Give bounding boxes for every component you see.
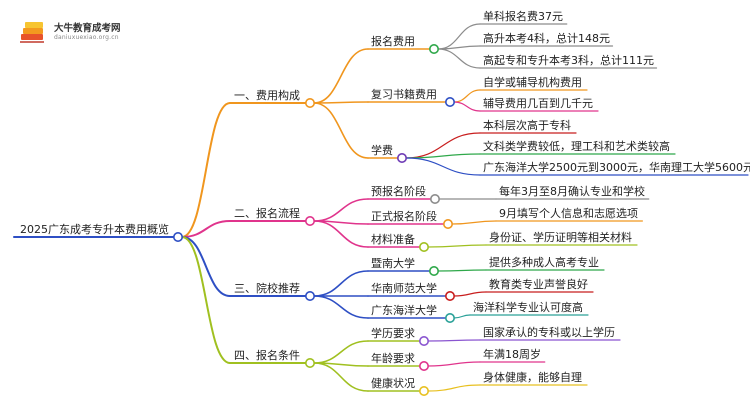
leaf-link-b2-1-0 [451,220,497,225]
child-label-b1-2[interactable]: 学费 [371,143,393,157]
leaf-label-b3-1-0[interactable]: 教育类专业声誉良好 [489,277,588,291]
leaf-label-b4-1-0[interactable]: 年满18周岁 [483,347,541,361]
child-toggle-b3-0[interactable] [428,265,439,276]
leaf-link-b3-1-0 [453,291,487,297]
branch-label-b2[interactable]: 二、报名流程 [234,206,300,220]
leaf-link-b1-0-2 [437,48,481,69]
child-label-b4-2[interactable]: 健康状况 [371,376,415,390]
leaf-link-b4-0-0 [427,339,481,342]
branch-toggle-b1[interactable] [304,98,315,109]
branch-link-b3 [181,236,231,297]
child-toggle-b1-2[interactable] [396,153,407,164]
root-label[interactable]: 2025广东成考专升本费用概览 [20,222,169,236]
leaf-label-b4-2-0[interactable]: 身体健康，能够自理 [483,370,582,384]
child-toggle-b4-1[interactable] [418,360,429,371]
leaf-label-b3-2-0[interactable]: 海洋科学专业认可度高 [473,300,583,314]
leaf-label-b1-0-2[interactable]: 高起专和专升本考3科，总计111元 [483,53,654,67]
branch-label-b4[interactable]: 四、报名条件 [234,348,300,362]
leaf-label-b1-2-1[interactable]: 文科类学费较低，理工科和艺术类较高 [483,139,670,153]
child-link-b2-2 [313,220,369,248]
leaf-link-b1-2-2 [405,157,481,176]
child-link-b3-0 [313,270,369,297]
site-logo[interactable]: 大牛教育成考网 daniuxuexiao.org.cn [18,18,138,48]
child-label-b2-0[interactable]: 预报名阶段 [371,184,426,198]
branch-link-b4 [181,236,231,364]
child-label-b3-2[interactable]: 广东海洋大学 [371,303,437,317]
leaf-label-b2-2-0[interactable]: 身份证、学历证明等相关材料 [489,230,632,244]
leaf-link-b3-2-0 [453,314,471,319]
leaf-label-b1-1-0[interactable]: 自学或辅导机构费用 [483,75,582,89]
leaf-link-b1-1-1 [453,101,481,112]
leaf-link-b4-2-0 [427,384,481,392]
child-toggle-b1-0[interactable] [428,43,439,54]
child-link-b2-0 [313,198,369,222]
child-label-b3-0[interactable]: 暨南大学 [371,256,415,270]
leaf-label-b2-1-0[interactable]: 9月填写个人信息和志愿选项 [499,206,638,220]
leaf-label-b2-0-0[interactable]: 每年3月至8月确认专业和学校 [499,184,645,198]
leaf-label-b1-2-0[interactable]: 本科层次高于专科 [483,118,571,132]
child-toggle-b4-2[interactable] [418,385,429,396]
child-link-b1-1 [313,101,369,104]
branch-label-b1[interactable]: 一、费用构成 [234,88,300,102]
branch-toggle-b2[interactable] [304,216,315,227]
child-label-b4-1[interactable]: 年龄要求 [371,351,415,365]
child-label-b4-0[interactable]: 学历要求 [371,326,415,340]
child-toggle-b2-0[interactable] [429,194,440,205]
leaf-label-b3-0-0[interactable]: 提供多种成人高考专业 [489,255,599,269]
mindmap-nodes: 2025广东成考专升本费用概览 一、费用构成 报名费用 单科报名费37元高升本考4科，… [20,9,750,396]
child-toggle-b1-1[interactable] [444,97,455,108]
leaf-link-b1-2-1 [405,153,481,159]
leaf-label-b4-0-0[interactable]: 国家承认的专科或以上学历 [483,325,615,339]
logo-url: daniuxuexiao.org.cn [54,34,119,41]
child-link-b1-0 [313,48,369,104]
leaf-link-b1-1-0 [453,89,481,103]
branch-label-b3[interactable]: 三、院校推荐 [234,281,300,295]
child-link-b4-0 [313,340,369,364]
leaf-label-b1-2-2[interactable]: 广东海洋大学2500元到3000元，华南理工大学5600元 [483,160,750,174]
logo-title: 大牛教育成考网 [54,23,121,34]
branch-link-b1 [181,102,231,238]
branch-link-b2 [181,220,231,238]
child-link-b3-2 [313,295,369,319]
child-label-b3-1[interactable]: 华南师范大学 [371,281,437,295]
leaf-link-b4-1-0 [427,361,481,367]
branch-toggle-b3[interactable] [304,290,315,301]
child-toggle-b2-2[interactable] [418,242,429,253]
leaf-label-b1-0-0[interactable]: 单科报名费37元 [483,9,563,23]
child-toggle-b3-2[interactable] [444,312,455,323]
child-label-b1-1[interactable]: 复习书籍费用 [371,87,437,101]
mindmap-links [13,23,749,392]
leaf-label-b1-0-1[interactable]: 高升本考4科，总计148元 [483,31,610,45]
child-toggle-b3-1[interactable] [444,290,455,301]
child-link-b1-2 [313,102,369,159]
child-label-b1-0[interactable]: 报名费用 [371,34,415,48]
leaf-link-b1-0-0 [437,23,481,50]
child-label-b2-2[interactable]: 材料准备 [371,232,415,246]
leaf-link-b3-0-0 [437,269,487,272]
child-link-b4-2 [313,362,369,392]
book-stack-icon [20,22,44,43]
leaf-link-b2-2-0 [427,244,487,248]
child-toggle-b2-1[interactable] [442,219,453,230]
child-toggle-b4-0[interactable] [418,335,429,346]
leaf-label-b1-1-1[interactable]: 辅导费用几百到几千元 [483,96,593,110]
root-toggle[interactable] [173,232,184,243]
branch-toggle-b4[interactable] [304,357,315,368]
child-label-b2-1[interactable]: 正式报名阶段 [371,209,437,223]
